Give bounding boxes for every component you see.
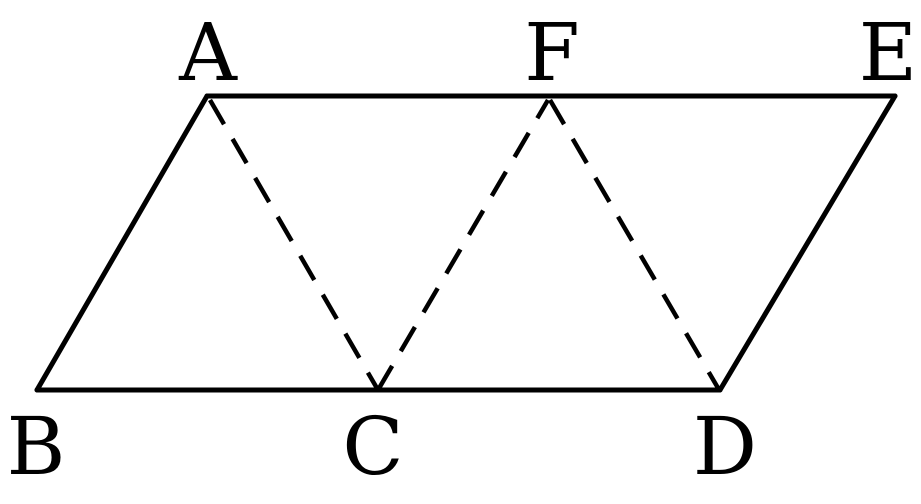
label-F: F — [524, 6, 580, 99]
label-A: A — [178, 6, 238, 99]
segment-FD — [548, 98, 720, 390]
segment-CF — [376, 98, 550, 392]
segment-ED — [717, 93, 898, 393]
segment-BA — [34, 93, 210, 393]
label-C: C — [342, 400, 403, 493]
segment-AC — [208, 98, 380, 392]
label-E: E — [859, 6, 917, 99]
label-B: B — [7, 400, 66, 493]
label-D: D — [693, 400, 757, 493]
